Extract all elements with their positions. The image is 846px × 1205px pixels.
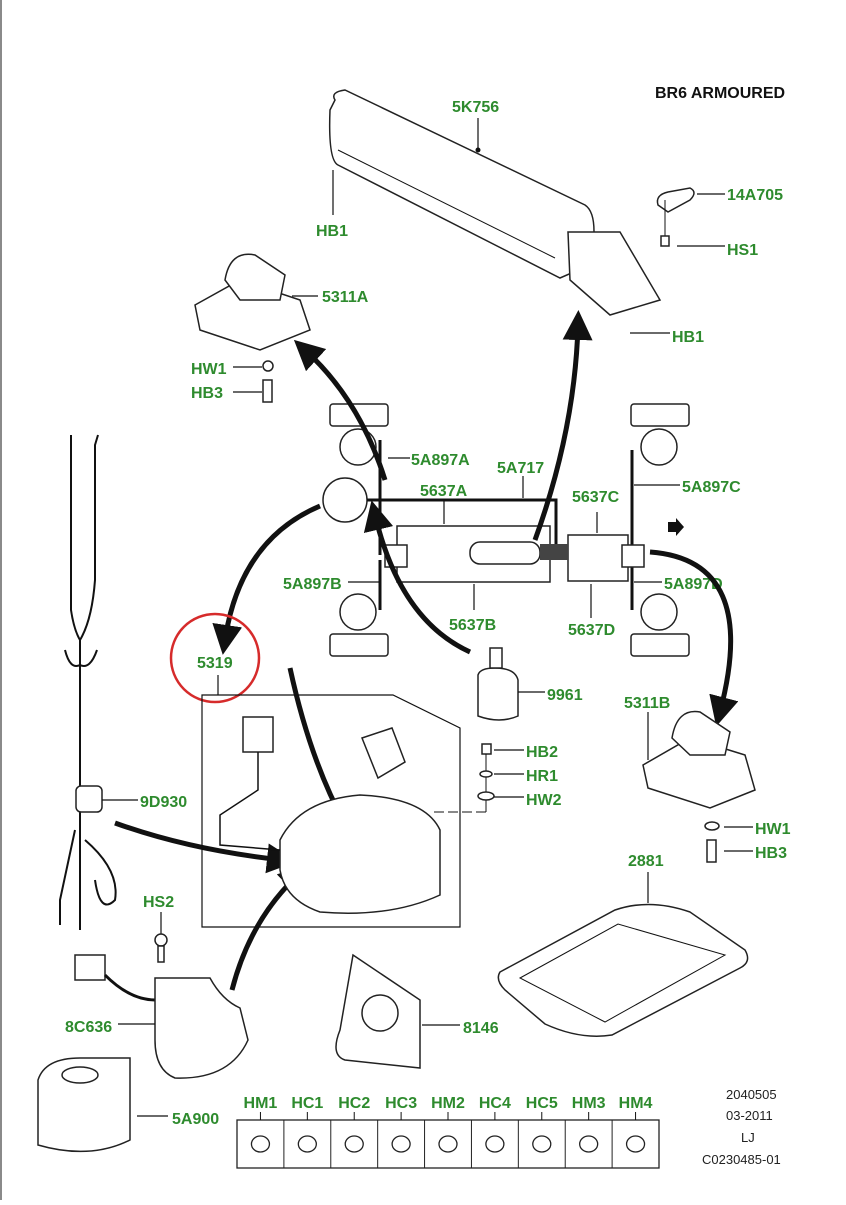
fixing-label-hc3[interactable]: HC3: [385, 1095, 417, 1112]
fixing-icon-hc5[interactable]: [532, 1135, 552, 1153]
label-5a897b[interactable]: 5A897B: [283, 576, 342, 593]
label-14a705[interactable]: 14A705: [727, 187, 783, 204]
fixing-icon-hm1[interactable]: [250, 1135, 271, 1153]
label-hr1[interactable]: HR1: [526, 768, 558, 785]
fixing-label-hm1[interactable]: HM1: [244, 1095, 278, 1112]
illustration-author: LJ: [741, 1130, 755, 1145]
label-8146[interactable]: 8146: [463, 1020, 499, 1037]
illustration-date: 03-2011: [726, 1108, 773, 1123]
label-5a717[interactable]: 5A717: [497, 460, 544, 477]
diagram-title: BR6 ARMOURED: [655, 85, 785, 102]
relay-cover[interactable]: [37, 1057, 131, 1153]
fixing-icon-hc4[interactable]: [485, 1135, 505, 1153]
label-5311a[interactable]: 5311A: [322, 289, 369, 306]
label-5k756[interactable]: 5K756: [452, 99, 499, 116]
arrow-to-5311b: [649, 549, 739, 727]
arrow-from-9961: [363, 500, 472, 655]
label-5a900[interactable]: 5A900: [172, 1111, 219, 1128]
label-hw1-rear[interactable]: HW1: [755, 821, 791, 838]
label-9d930[interactable]: 9D930: [140, 794, 187, 811]
direction-arrow-icon: [668, 518, 684, 536]
label-5637d[interactable]: 5637D: [568, 622, 615, 639]
label-5637c[interactable]: 5637C: [572, 489, 620, 506]
fixing-label-hm4[interactable]: HM4: [619, 1095, 653, 1112]
fixing-label-hc5[interactable]: HC5: [526, 1095, 558, 1112]
fixing-icon-hc1[interactable]: [297, 1135, 317, 1153]
label-5a897a[interactable]: 5A897A: [411, 452, 470, 469]
label-hb3-front[interactable]: HB3: [191, 385, 223, 402]
compressor-assembly[interactable]: [201, 694, 487, 928]
label-5319[interactable]: 5319: [197, 655, 233, 672]
label-hw2[interactable]: HW2: [526, 792, 562, 809]
label-8c636[interactable]: 8C636: [65, 1019, 112, 1036]
label-hs1[interactable]: HS1: [727, 242, 758, 259]
label-hb2[interactable]: HB2: [526, 744, 558, 761]
highlight-circle: [169, 612, 261, 704]
fixing-label-hm3[interactable]: HM3: [572, 1095, 606, 1112]
fixing-label-hm2[interactable]: HM2: [431, 1095, 465, 1112]
bracket-14a705[interactable]: [656, 187, 695, 247]
air-reservoir[interactable]: [328, 89, 662, 316]
label-5a897c[interactable]: 5A897C: [682, 479, 741, 496]
arrow-from-8c636: [229, 864, 309, 991]
label-hw1-front[interactable]: HW1: [191, 361, 227, 378]
label-5a897d[interactable]: 5A897D: [664, 576, 723, 593]
fixing-icon-hc3[interactable]: [391, 1135, 411, 1153]
illustration-reference: C0230485-01: [702, 1152, 781, 1167]
label-hs2[interactable]: HS2: [143, 894, 174, 911]
label-hb1-left[interactable]: HB1: [316, 223, 348, 240]
label-5637b[interactable]: 5637B: [449, 617, 496, 634]
arrow-from-9d930: [114, 820, 297, 874]
relay-module[interactable]: [74, 954, 249, 1079]
heat-shield[interactable]: [335, 953, 421, 1069]
fixings-table: HM1 HC1 HC2 HC3 HM2 HC4 HC5 HM3 HM4: [236, 1095, 660, 1169]
label-2881[interactable]: 2881: [628, 853, 664, 870]
wiring-harness[interactable]: [59, 434, 117, 930]
valve-block-rear[interactable]: [642, 710, 756, 863]
label-hb1-right[interactable]: HB1: [672, 329, 704, 346]
fixing-icon-hm2[interactable]: [438, 1135, 458, 1153]
fixing-icon-hm3[interactable]: [579, 1135, 599, 1153]
label-hb3-rear[interactable]: HB3: [755, 845, 787, 862]
fixing-icon-hm4[interactable]: [625, 1135, 646, 1153]
label-9961[interactable]: 9961: [547, 687, 583, 704]
mounting-tray[interactable]: [497, 903, 749, 1037]
illustration-number: 2040505: [726, 1087, 777, 1102]
valve-block-front[interactable]: [194, 253, 311, 403]
label-5637a[interactable]: 5637A: [420, 483, 468, 500]
arrow-to-5311a: [293, 339, 388, 481]
mounting-hardware: [477, 743, 495, 812]
page-border: [0, 0, 2, 1200]
air-dryer[interactable]: [477, 647, 519, 721]
fixing-label-hc2[interactable]: HC2: [338, 1095, 370, 1112]
fixing-label-hc1[interactable]: HC1: [291, 1095, 323, 1112]
fixing-label-hc4[interactable]: HC4: [479, 1095, 511, 1112]
screw-hs2: [154, 933, 168, 963]
fixing-icon-hc2[interactable]: [344, 1135, 364, 1153]
label-5311b[interactable]: 5311B: [624, 695, 670, 712]
arrow-to-5k756: [532, 310, 593, 541]
